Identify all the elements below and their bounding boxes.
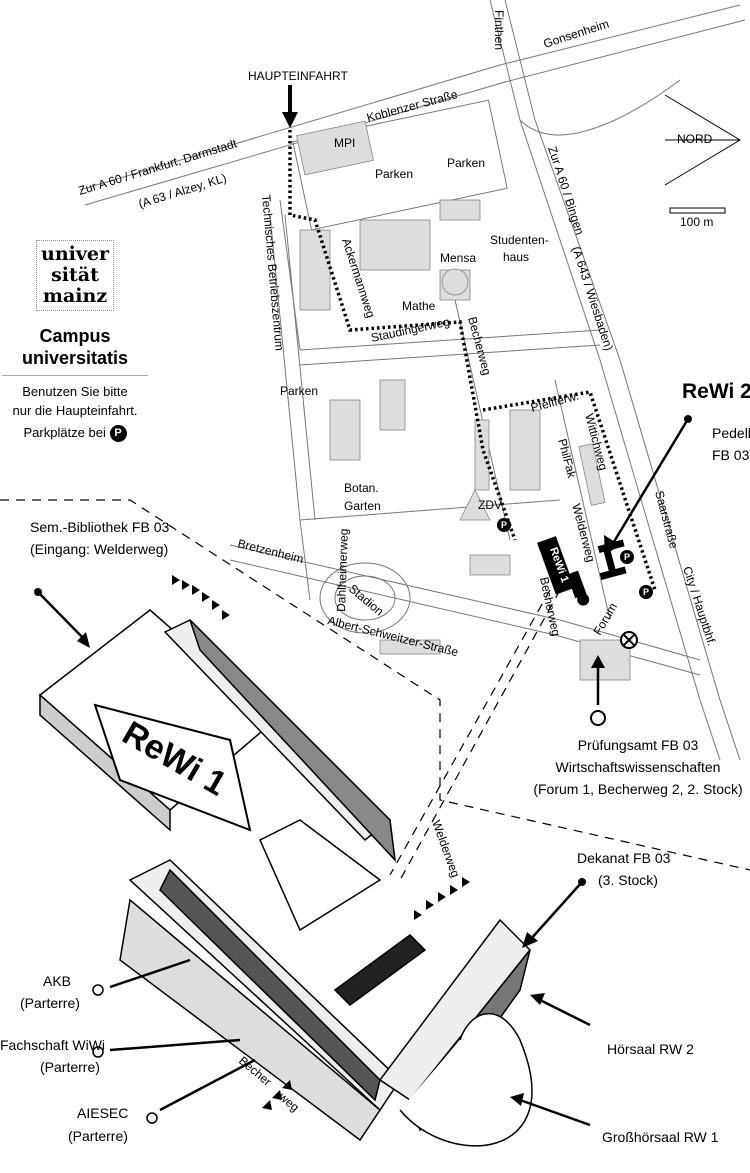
pruefungsamt-line2: Wirtschaftswissenschaften [556, 759, 721, 775]
zoom-line [0, 499, 750, 871]
label-studentenhaus: Studenten- [490, 233, 549, 247]
parking-icon: P [643, 587, 649, 597]
note-line: Benutzen Sie bitte [22, 384, 128, 399]
zoom-line [399, 589, 561, 881]
rewi2-title: ReWi 2 [682, 380, 750, 403]
parking-markers: P P P [497, 518, 653, 599]
hoersaal-rw2: Hörsaal RW 2 [607, 1041, 694, 1057]
label-studentenhaus: haus [503, 250, 529, 264]
rewi1-building-detail [38, 609, 533, 1147]
label-mathe: Mathe [402, 299, 436, 313]
label-saarstrasse: Saarstraße [652, 489, 681, 550]
sembib-title: Sem.-Bibliothek FB 03 [30, 519, 169, 535]
label-mensa: Mensa [440, 251, 476, 265]
dekanat-title: Dekanat FB 03 [577, 850, 671, 866]
parking-icon: P [109, 425, 127, 443]
scale-label: 100 m [680, 215, 713, 229]
label-botan-garten: Botan. [344, 481, 379, 495]
aiesec-title: AIESEC [77, 1105, 128, 1121]
label-stadion: Stadion [346, 582, 386, 619]
label-forum: Forum [590, 600, 619, 637]
fachschaft-floor: (Parterre) [40, 1059, 100, 1075]
north-label: NORD [677, 132, 713, 146]
callouts: ReWi 2 Pedell FB 03 Prüfungsamt FB 03 Wi… [0, 380, 750, 1145]
label-welderweg: Welderweg [429, 818, 463, 879]
label-parken: Parken [375, 167, 413, 181]
parking-icon: P [624, 552, 630, 562]
parking-note-text: Parkplätze bei [23, 425, 106, 440]
callout-arrows [34, 415, 692, 1127]
label-mpi: MPI [334, 136, 355, 150]
entrance-arrow-icon [282, 112, 298, 128]
logo-line: mainz [42, 285, 108, 307]
title-line: Campus [39, 326, 111, 346]
parking-note: Parkplätze bei P [0, 423, 150, 443]
label-city: City / Hauptbhf. [680, 565, 719, 648]
rewi2-pedell: Pedell [712, 425, 750, 441]
entrance-note: Benutzen Sie bitte nur die Haupteinfahrt… [0, 382, 150, 443]
pruefungsamt-title: Prüfungsamt FB 03 [578, 737, 699, 753]
sembib-entrance: (Eingang: Welderweg) [30, 541, 168, 557]
logo-line: sität [51, 264, 99, 286]
label-wiesbaden: (A 643 / Wiesbaden) [569, 245, 616, 353]
label-parken: Parken [280, 384, 318, 398]
aiesec-floor: (Parterre) [68, 1128, 128, 1144]
zoom-line [389, 589, 551, 876]
akb-title: AKB [43, 973, 71, 989]
north-arrow-icon [664, 94, 741, 214]
label-bretzenheim: Bretzenheim [236, 536, 305, 566]
logo-line: univer [41, 243, 109, 265]
label-pfeifferweg: Pfeifferw. [529, 389, 580, 415]
dekanat-floor: (3. Stock) [598, 872, 658, 888]
divider [2, 375, 148, 376]
grosshoersaal-rw1: Großhörsaal RW 1 [602, 1129, 719, 1145]
label-koblenzer-strasse: Koblenzer Straße [365, 87, 459, 125]
fachschaft-title: Fachschaft WiWi [0, 1037, 105, 1053]
label-botan-garten: Garten [344, 499, 381, 513]
buildings [296, 120, 631, 681]
label-parken: Parken [447, 156, 485, 170]
label-becherweg: Becherweg [465, 315, 494, 377]
pruefungsamt-line3: (Forum 1, Becherweg 2, 2. Stock) [533, 781, 742, 797]
title-line: universitatis [21, 348, 129, 368]
university-logo: univer sität mainz [36, 240, 114, 311]
parking-icon: P [501, 520, 507, 530]
label-haupteinfahrt: HAUPTEINFAHRT [248, 69, 348, 83]
label-philfak: PhilFak [555, 437, 579, 480]
walking-route [288, 130, 657, 591]
legend-panel: univer sität mainz Campus universitatis … [0, 240, 150, 443]
note-line: nur die Haupteinfahrt. [12, 403, 138, 418]
label-bingen: Zur A 60 / Bingen [545, 145, 587, 237]
campus-title: Campus universitatis [0, 325, 150, 369]
label-welderweg: Welderweg [569, 502, 598, 563]
entrance-arrows-icon [172, 575, 470, 1110]
label-finthen: Finthen [492, 10, 506, 50]
label-dahlheimerweg: Dahlheimerweg [334, 528, 351, 612]
rewi2-fb: FB 03 [712, 447, 750, 463]
label-zdv: ZDV [478, 498, 502, 512]
office-marker-icon [620, 631, 638, 649]
akb-floor: (Parterre) [20, 995, 80, 1011]
